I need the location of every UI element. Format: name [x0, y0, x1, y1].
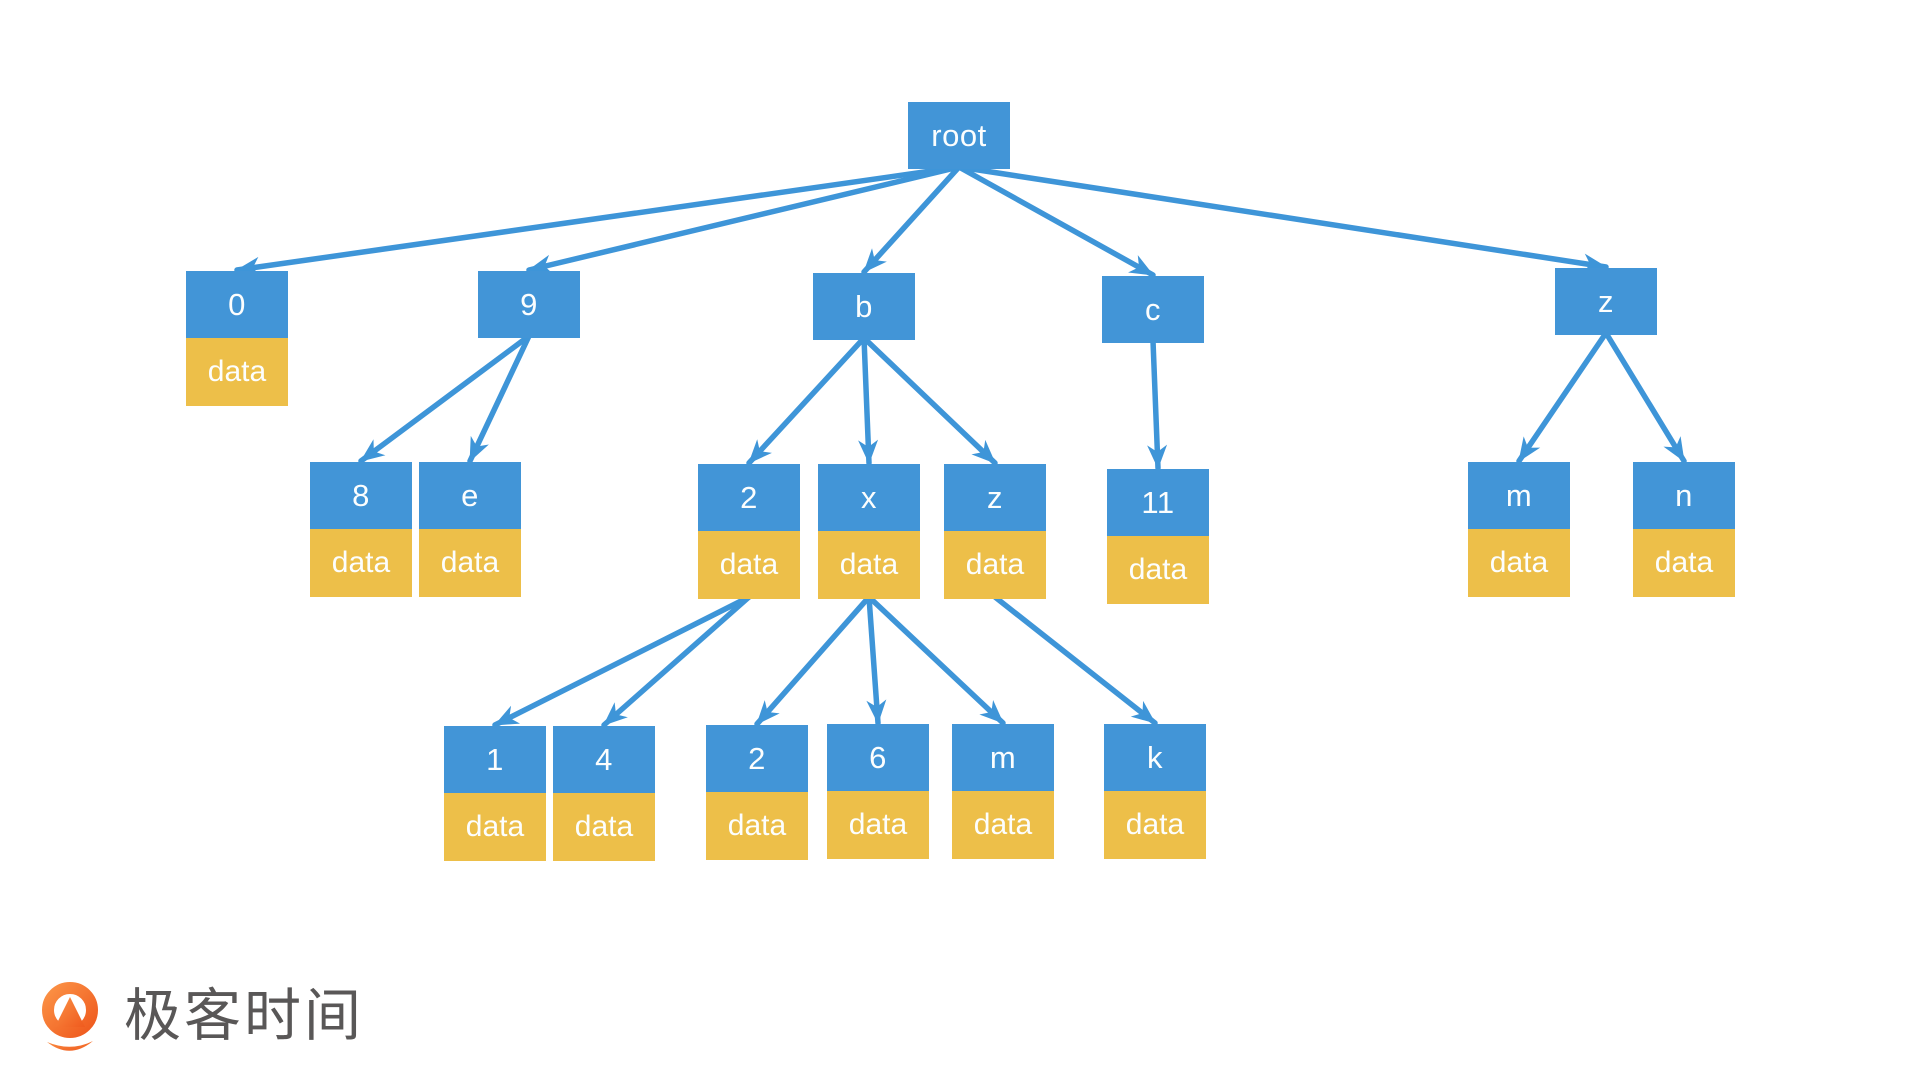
node-data-label: data	[186, 338, 288, 406]
edge-l1-z-to-l2-n	[1603, 330, 1687, 464]
node-data-label: data	[310, 529, 412, 597]
node-key-label: 2	[706, 725, 808, 792]
node-key-label: n	[1633, 462, 1735, 529]
node-key-label: k	[1104, 724, 1206, 791]
edge-l2-x-to-l3-m	[866, 594, 1006, 726]
node-key-label: 2	[698, 464, 800, 531]
edge-l2-x-to-l3-6	[866, 594, 887, 726]
edge-l1-b-to-l2-z	[861, 335, 998, 466]
node-key-label: m	[952, 724, 1054, 791]
edge-root-to-l1-b	[861, 164, 962, 275]
tree-node-root: root	[908, 102, 1010, 169]
geektime-logo-icon	[42, 982, 98, 1051]
edge-root-to-l1-c	[956, 164, 1156, 278]
node-key-label: x	[818, 464, 920, 531]
node-key-label: m	[1468, 462, 1570, 529]
node-data-label: data	[698, 531, 800, 599]
tree-node-l1-9: 9	[478, 271, 580, 338]
node-key-label: z	[1555, 268, 1657, 335]
node-key-label: 8	[310, 462, 412, 529]
edge-l2-z-to-l3-k	[992, 594, 1158, 726]
node-data-label: data	[1633, 529, 1735, 597]
edge-l1-z-to-l2-m	[1516, 330, 1609, 464]
node-key-label: b	[813, 273, 915, 340]
node-key-label: 1	[444, 726, 546, 793]
node-data-label: data	[444, 793, 546, 861]
edge-l2-x-to-l3-2	[754, 594, 872, 727]
node-data-label: data	[419, 529, 521, 597]
edge-l2-2-to-l3-1	[492, 594, 752, 728]
node-data-label: data	[1468, 529, 1570, 597]
edge-root-to-l1-9	[526, 164, 962, 275]
tree-node-l1-b: b	[813, 273, 915, 340]
tree-node-l1-c: c	[1102, 276, 1204, 343]
node-key-label: 11	[1107, 469, 1209, 536]
tree-node-l1-z: z	[1555, 268, 1657, 335]
node-data-label: data	[1104, 791, 1206, 859]
node-key-label: 9	[478, 271, 580, 338]
edge-root-to-l1-0	[234, 164, 962, 277]
node-data-label: data	[818, 531, 920, 599]
edge-l1-9-to-l2-8	[358, 333, 532, 464]
node-key-label: c	[1102, 276, 1204, 343]
edge-l1-9-to-l2-e	[467, 333, 532, 464]
node-key-label: z	[944, 464, 1046, 531]
node-key-label: 4	[553, 726, 655, 793]
edge-l1-c-to-l2-11	[1147, 338, 1168, 471]
node-data-label: data	[1107, 536, 1209, 604]
node-data-label: data	[952, 791, 1054, 859]
edge-l1-b-to-l2-x	[858, 335, 879, 466]
node-key-label: e	[419, 462, 521, 529]
geektime-logo: 极客时间	[42, 980, 364, 1058]
node-key-label: 6	[827, 724, 929, 791]
node-key-label: root	[908, 102, 1010, 169]
node-data-label: data	[944, 531, 1046, 599]
node-data-label: data	[827, 791, 929, 859]
node-data-label: data	[706, 792, 808, 860]
node-data-label: data	[553, 793, 655, 861]
geektime-logo-text: 极客时间	[124, 983, 364, 1048]
edge-root-to-l1-z	[956, 164, 1609, 274]
edge-l1-b-to-l2-2	[746, 335, 867, 466]
node-key-label: 0	[186, 271, 288, 338]
edge-l2-2-to-l3-4	[601, 594, 752, 728]
